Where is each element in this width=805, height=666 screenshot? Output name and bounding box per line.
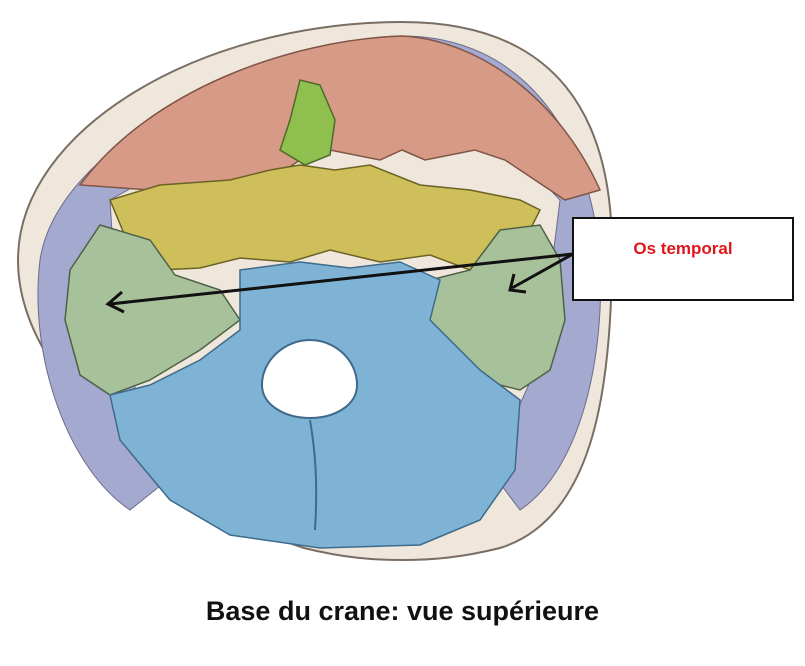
pointer-arrow-right — [511, 252, 574, 290]
ethmoid-bone — [279, 79, 336, 166]
pointer-arrow-left — [109, 252, 574, 306]
internal-occipital-crest — [309, 419, 318, 531]
pointer-arrow-left-head — [105, 290, 125, 314]
callout-box: Os temporal — [572, 217, 794, 301]
pointer-arrow-right-head — [508, 273, 527, 294]
figure-caption: Base du crane: vue supérieure — [205, 596, 600, 626]
callout-label: Os temporal — [633, 239, 733, 258]
temporal-bone-left — [64, 224, 242, 396]
foramen-magnum — [260, 338, 359, 420]
